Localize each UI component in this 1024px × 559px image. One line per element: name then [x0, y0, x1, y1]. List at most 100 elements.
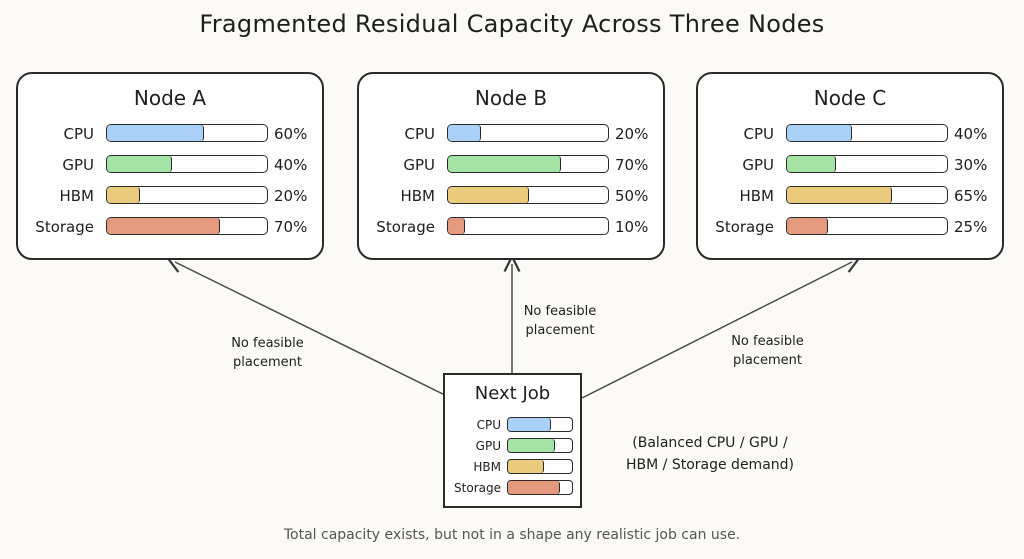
demand-note: (Balanced CPU / GPU / HBM / Storage dema… [605, 432, 815, 476]
resource-row-hbm: HBM 20% [18, 186, 322, 208]
resource-bar [447, 186, 609, 204]
next-job-box: Next Job CPU GPU HBM Storage [443, 373, 582, 508]
resource-percent: 60% [274, 125, 308, 143]
resource-bar-fill [787, 156, 836, 172]
demand-note-line1: (Balanced CPU / GPU / [632, 435, 788, 451]
job-row-gpu: GPU [445, 438, 580, 454]
resource-row-storage: Storage 70% [18, 217, 322, 239]
node-title: Node C [813, 86, 887, 110]
resource-row-gpu: GPU 30% [698, 155, 1002, 177]
job-resource-bar [507, 438, 573, 453]
resource-label: GPU [403, 156, 435, 174]
job-resource-bar [507, 480, 573, 495]
job-row-cpu: CPU [445, 417, 580, 433]
resource-bar-fill [107, 156, 172, 172]
node-box-c: Node C CPU 40% GPU 30% HBM 65% Storage 25% [696, 72, 1004, 260]
resource-row-hbm: HBM 50% [359, 186, 663, 208]
resource-row-gpu: GPU 40% [18, 155, 322, 177]
node-title: Node A [133, 86, 207, 110]
resource-label: CPU [743, 125, 775, 143]
resource-label: HBM [400, 187, 435, 205]
resource-bar [106, 217, 268, 235]
resource-bar [786, 155, 948, 173]
annotation-right: No feasible placement [705, 332, 830, 370]
arrow-to-node-a [175, 262, 456, 401]
resource-label: CPU [63, 125, 95, 143]
resource-bar [106, 124, 268, 142]
resource-percent: 10% [615, 218, 649, 236]
resource-percent: 20% [274, 187, 308, 205]
job-resource-bar-fill [508, 460, 544, 473]
resource-bar-fill [107, 187, 140, 203]
resource-percent: 70% [615, 156, 649, 174]
resource-bar [106, 155, 268, 173]
annotation-middle-line2: placement [525, 323, 595, 338]
job-resource-bar-fill [508, 481, 561, 494]
annotation-middle-line1: No feasible [523, 304, 597, 319]
resource-bar [447, 124, 609, 142]
node-title: Node B [474, 86, 548, 110]
footer-caption: Total capacity exists, but not in a shap… [283, 527, 741, 543]
resource-percent: 70% [274, 218, 308, 236]
next-job-title: Next Job [474, 383, 551, 404]
resource-bar-fill [787, 218, 828, 234]
resource-bar-fill [107, 218, 220, 234]
resource-bar-fill [787, 187, 892, 203]
job-row-hbm: HBM [445, 459, 580, 475]
resource-row-storage: Storage 10% [359, 217, 663, 239]
resource-row-cpu: CPU 60% [18, 124, 322, 146]
job-resource-bar-fill [508, 418, 552, 431]
annotation-left-line2: placement [233, 355, 302, 370]
job-resource-bar [507, 459, 573, 474]
resource-row-cpu: CPU 20% [359, 124, 663, 146]
resource-label: GPU [742, 156, 774, 174]
job-resource-label: HBM [473, 460, 501, 474]
resource-bar [447, 155, 609, 173]
annotation-left: No feasible placement [205, 334, 330, 372]
resource-label: Storage [376, 218, 435, 236]
diagram-title: Fragmented Residual Capacity Across Thre… [199, 10, 825, 38]
resource-percent: 40% [954, 125, 988, 143]
node-box-a: Node A CPU 60% GPU 40% HBM 20% Storage 70% [16, 72, 324, 260]
demand-note-line2: HBM / Storage demand) [626, 457, 794, 473]
job-resource-bar-fill [508, 439, 556, 452]
resource-percent: 25% [954, 218, 988, 236]
resource-bar-fill [448, 218, 465, 234]
job-resource-bar [507, 417, 573, 432]
resource-bar-fill [448, 156, 561, 172]
annotation-middle: No feasible placement [500, 302, 620, 340]
resource-percent: 40% [274, 156, 308, 174]
annotation-right-line1: No feasible [731, 334, 804, 349]
resource-row-gpu: GPU 70% [359, 155, 663, 177]
job-row-storage: Storage [445, 480, 580, 496]
arrow-to-node-c [581, 262, 852, 399]
job-resource-label: Storage [454, 481, 501, 495]
resource-bar [447, 217, 609, 235]
resource-bar-fill [107, 125, 204, 141]
resource-row-storage: Storage 25% [698, 217, 1002, 239]
resource-bar [106, 186, 268, 204]
resource-label: HBM [59, 187, 94, 205]
resource-bar-fill [787, 125, 852, 141]
resource-bar-fill [448, 187, 529, 203]
resource-bar [786, 217, 948, 235]
resource-label: HBM [739, 187, 774, 205]
resource-label: GPU [62, 156, 94, 174]
resource-label: Storage [35, 218, 94, 236]
resource-bar [786, 124, 948, 142]
resource-row-hbm: HBM 65% [698, 186, 1002, 208]
resource-bar-fill [448, 125, 481, 141]
resource-percent: 20% [615, 125, 649, 143]
annotation-right-line2: placement [733, 353, 802, 368]
resource-row-cpu: CPU 40% [698, 124, 1002, 146]
annotation-left-line1: No feasible [231, 336, 304, 351]
job-resource-label: GPU [475, 439, 501, 453]
resource-label: CPU [404, 125, 436, 143]
job-resource-label: CPU [476, 418, 501, 432]
resource-percent: 65% [954, 187, 988, 205]
resource-bar [786, 186, 948, 204]
resource-label: Storage [715, 218, 774, 236]
resource-percent: 50% [615, 187, 649, 205]
resource-percent: 30% [954, 156, 988, 174]
